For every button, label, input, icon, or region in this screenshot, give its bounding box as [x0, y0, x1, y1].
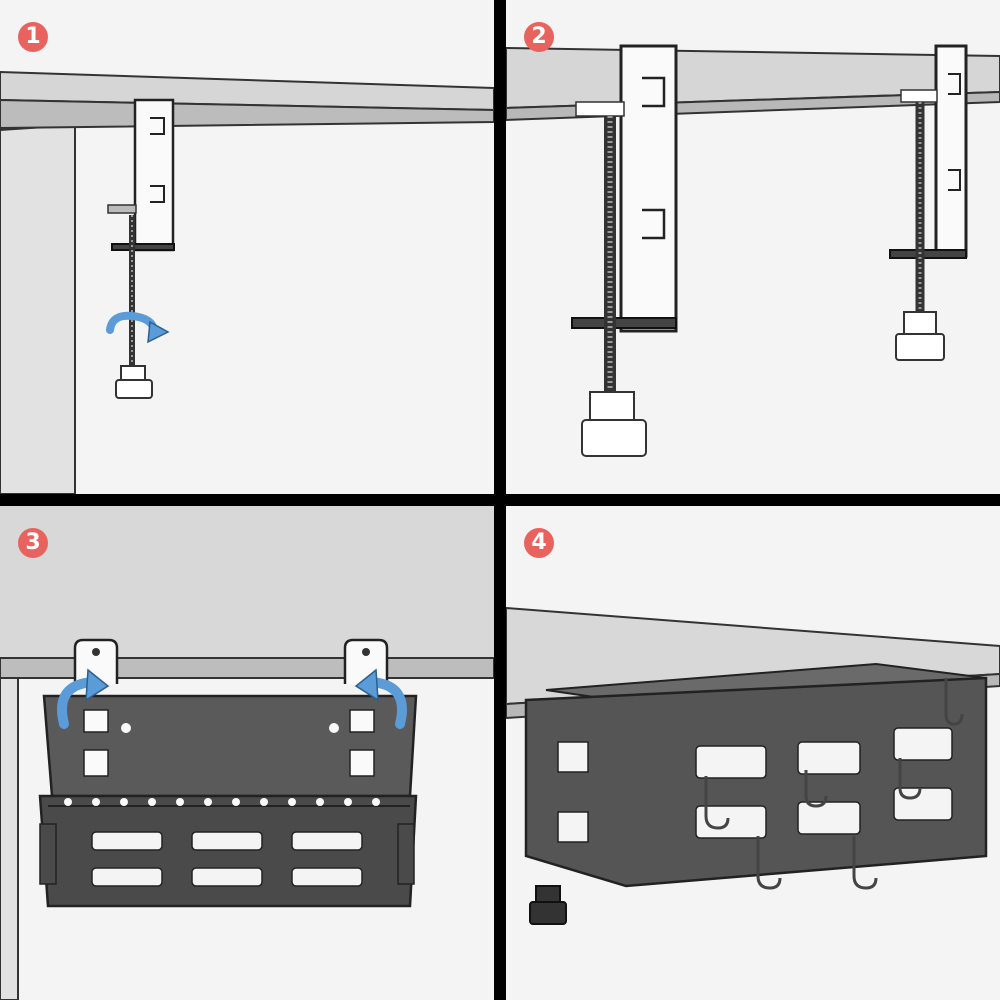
step-2-panel: 2 — [506, 0, 1000, 494]
step-number-badge: 4 — [524, 528, 554, 558]
step-3-illustration — [0, 506, 494, 1000]
step-number-badge: 2 — [524, 22, 554, 52]
step-3-panel: 3 — [0, 506, 494, 1000]
step-1-illustration — [0, 0, 494, 494]
step-1-panel: 1 — [0, 0, 494, 494]
curved-arrow-icon — [57, 668, 407, 729]
step-2-illustration — [506, 0, 1000, 494]
step-number-badge: 3 — [18, 528, 48, 558]
step-4-panel: 4 — [506, 506, 1000, 1000]
step-number-badge: 1 — [18, 22, 48, 52]
step-4-illustration — [506, 506, 1000, 1000]
